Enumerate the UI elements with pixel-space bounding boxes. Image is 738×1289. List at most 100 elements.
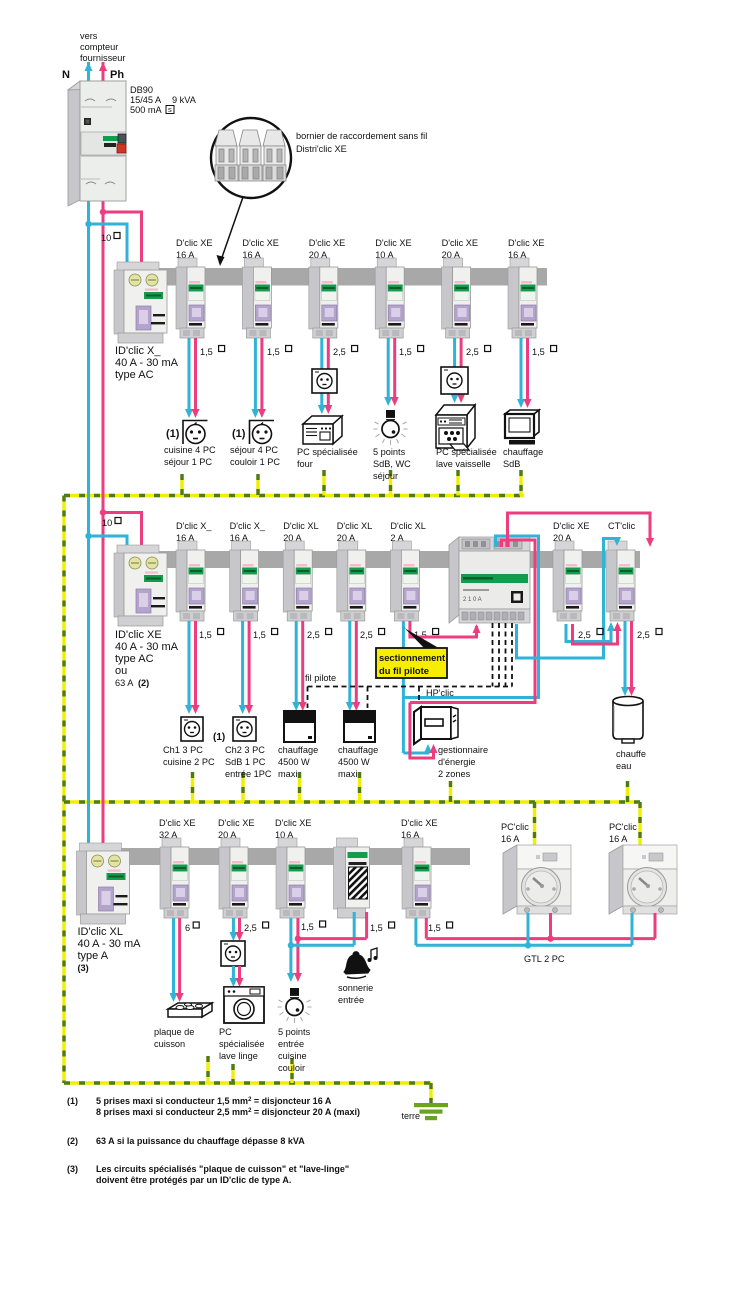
svg-text:plaque de: plaque de (154, 1027, 194, 1037)
svg-text:2,5: 2,5 (637, 630, 650, 640)
svg-text:(2): (2) (67, 1136, 78, 1146)
svg-text:chauffage: chauffage (338, 745, 378, 755)
svg-text:15/45 A: 15/45 A (130, 95, 162, 105)
svg-text:(2): (2) (138, 678, 149, 688)
svg-text:entrée: entrée (278, 1039, 304, 1049)
svg-text:PC spécialisée: PC spécialisée (436, 447, 497, 457)
svg-text:2,5: 2,5 (578, 630, 591, 640)
svg-text:type A: type A (78, 950, 109, 962)
svg-text:10: 10 (101, 233, 111, 243)
svg-text:N: N (62, 69, 70, 81)
svg-text:DB90: DB90 (130, 85, 153, 95)
svg-text:1,5: 1,5 (253, 630, 266, 640)
svg-text:1,5: 1,5 (428, 923, 441, 933)
svg-text:ID'clic X_: ID'clic X_ (115, 345, 161, 357)
svg-text:2 A: 2 A (390, 533, 404, 543)
svg-text:5 points: 5 points (278, 1027, 311, 1037)
svg-text:D'clic XE: D'clic XE (375, 238, 411, 248)
svg-text:lave vaisselle: lave vaisselle (436, 459, 491, 469)
svg-text:D'clic XE: D'clic XE (218, 818, 254, 828)
svg-text:ou: ou (115, 665, 127, 677)
svg-text:PC'clic: PC'clic (501, 822, 529, 832)
svg-text:cuisine 4 PC: cuisine 4 PC (164, 445, 216, 455)
svg-text:8 prises maxi si conducteur 2,: 8 prises maxi si conducteur 2,5 mm2 = di… (96, 1107, 360, 1117)
svg-text:PC spécialisée: PC spécialisée (297, 447, 358, 457)
svg-text:10 A: 10 A (375, 250, 394, 260)
svg-text:sectionnement: sectionnement (379, 652, 445, 663)
svg-text:5 points: 5 points (373, 447, 406, 457)
svg-text:16 A: 16 A (242, 250, 261, 260)
svg-text:entrée 1PC: entrée 1PC (225, 769, 272, 779)
svg-text:10 A: 10 A (275, 830, 294, 840)
svg-text:terre: terre (401, 1111, 420, 1121)
svg-text:(1): (1) (213, 732, 225, 743)
svg-text:2,5: 2,5 (244, 923, 257, 933)
svg-text:séjour 4 PC: séjour 4 PC (230, 445, 278, 455)
svg-text:compteur: compteur (80, 42, 118, 52)
svg-text:vers: vers (80, 31, 98, 41)
svg-text:chauffage: chauffage (503, 447, 543, 457)
svg-text:SdB, WC: SdB, WC (373, 459, 411, 469)
svg-text:D'clic XL: D'clic XL (390, 521, 425, 531)
svg-text:1,5: 1,5 (414, 630, 427, 640)
svg-text:SdB: SdB (503, 459, 520, 469)
svg-text:(1): (1) (232, 428, 246, 440)
svg-text:doivent être protégés par un I: doivent être protégés par un ID'clic de … (96, 1175, 291, 1185)
svg-text:2 1 0 A: 2 1 0 A (463, 597, 482, 603)
svg-text:gestionnaire: gestionnaire (438, 745, 488, 755)
svg-text:20 A: 20 A (553, 533, 572, 543)
svg-text:D'clic XE: D'clic XE (309, 238, 345, 248)
svg-text:ID'clic XL: ID'clic XL (78, 926, 124, 938)
svg-text:(1): (1) (166, 428, 180, 440)
svg-text:2,5: 2,5 (360, 630, 373, 640)
svg-text:D'clic XE: D'clic XE (176, 238, 212, 248)
svg-text:type AC: type AC (115, 369, 154, 381)
svg-text:s: s (168, 105, 172, 114)
svg-text:ID'clic XE: ID'clic XE (115, 629, 162, 641)
svg-text:du fil pilote: du fil pilote (379, 665, 429, 676)
svg-text:16 A: 16 A (508, 250, 527, 260)
svg-text:500 mA: 500 mA (130, 105, 163, 115)
svg-text:D'clic X_: D'clic X_ (230, 521, 266, 531)
svg-text:bornier de raccordement sans f: bornier de raccordement sans fil (296, 131, 427, 141)
svg-text:fournisseur: fournisseur (80, 53, 125, 63)
svg-text:Ph: Ph (110, 69, 124, 81)
svg-text:Distri'clic XE: Distri'clic XE (296, 144, 347, 154)
svg-text:20 A: 20 A (309, 250, 328, 260)
svg-text:D'clic XE: D'clic XE (442, 238, 478, 248)
svg-text:D'clic XL: D'clic XL (337, 521, 372, 531)
svg-text:chauffage: chauffage (278, 745, 318, 755)
svg-text:sonnerie: sonnerie (338, 983, 373, 993)
svg-text:type AC: type AC (115, 653, 154, 665)
svg-text:2,5: 2,5 (307, 630, 320, 640)
svg-text:D'clic X_: D'clic X_ (176, 521, 212, 531)
svg-text:HP'clic: HP'clic (426, 688, 454, 698)
svg-text:1,5: 1,5 (370, 923, 383, 933)
svg-text:SdB 1 PC: SdB 1 PC (225, 757, 266, 767)
svg-text:séjour: séjour (373, 471, 398, 481)
svg-text:16 A: 16 A (176, 533, 195, 543)
svg-text:5 prises maxi si conducteur 1,: 5 prises maxi si conducteur 1,5 mm2 = di… (96, 1096, 332, 1106)
svg-text:4500 W: 4500 W (278, 757, 310, 767)
svg-text:(1): (1) (67, 1096, 78, 1106)
svg-text:maxi: maxi (278, 769, 297, 779)
svg-text:1,5: 1,5 (532, 347, 545, 357)
svg-text:16 A: 16 A (609, 834, 628, 844)
svg-text:CT'clic: CT'clic (608, 521, 636, 531)
svg-text:D'clic XE: D'clic XE (242, 238, 278, 248)
svg-text:D'clic XE: D'clic XE (159, 818, 195, 828)
svg-text:chauffe: chauffe (616, 749, 646, 759)
svg-text:four: four (297, 459, 313, 469)
svg-text:D'clic XE: D'clic XE (553, 521, 589, 531)
svg-text:couloir: couloir (278, 1063, 305, 1073)
svg-text:40 A - 30 mA: 40 A - 30 mA (115, 357, 179, 369)
svg-text:PC: PC (219, 1027, 232, 1037)
svg-text:4500 W: 4500 W (338, 757, 370, 767)
svg-text:63 A si la puissance du chauff: 63 A si la puissance du chauffage dépass… (96, 1136, 305, 1146)
svg-text:eau: eau (616, 761, 631, 771)
svg-text:16 A: 16 A (401, 830, 420, 840)
svg-text:40 A - 30 mA: 40 A - 30 mA (115, 641, 179, 653)
svg-text:séjour 1 PC: séjour 1 PC (164, 457, 212, 467)
svg-text:cuisine: cuisine (278, 1051, 307, 1061)
svg-text:2 zones: 2 zones (438, 769, 471, 779)
